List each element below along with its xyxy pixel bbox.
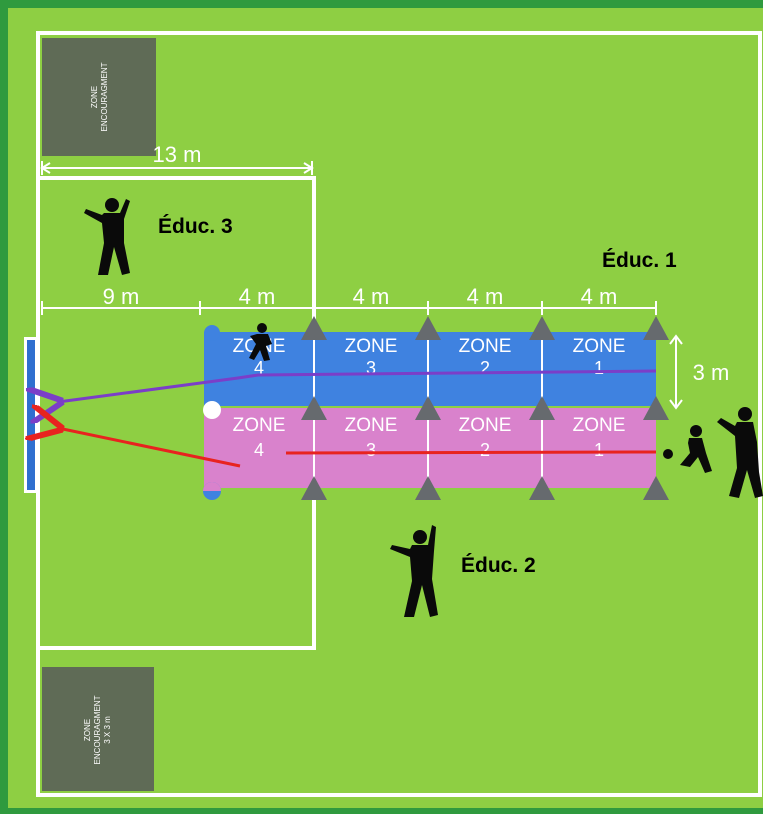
encouragement-zone-bottom xyxy=(42,667,154,791)
encouragement-zone-bottom-label: ZONE ENCOURAGMENT 3 X 3 m xyxy=(83,695,112,764)
blue-zone-1-number: 1 xyxy=(594,358,604,378)
educator-3-label: Éduc. 3 xyxy=(158,215,233,238)
dimension-3m-label: 3 m xyxy=(693,360,730,385)
svg-text:ZONE: ZONE xyxy=(83,719,92,741)
purple-pass-arrow xyxy=(58,369,657,402)
educator-2-label: Éduc. 2 xyxy=(461,554,536,577)
ball xyxy=(663,449,673,459)
encouragement-zone-top xyxy=(42,38,156,156)
blue-zone-3-label: ZONE xyxy=(345,336,398,357)
dimension-9m-label: 9 m xyxy=(103,284,140,309)
blue-zone-2-number: 2 xyxy=(480,358,490,378)
pink-zone-2-label: ZONE xyxy=(459,415,512,436)
dimension-4m-label-1: 4 m xyxy=(239,284,276,309)
educator-3-silhouette xyxy=(84,198,130,275)
pink-zone-1-label: ZONE xyxy=(573,415,626,436)
blue-zone-2-label: ZONE xyxy=(459,336,512,357)
dimension-13m-label: 13 m xyxy=(153,142,202,167)
pink-lane xyxy=(204,408,656,488)
pink-zone-2-number: 2 xyxy=(480,440,490,460)
pink-zone-4-label: ZONE xyxy=(233,415,286,436)
svg-text:ENCOURAGMENT: ENCOURAGMENT xyxy=(93,695,102,764)
educator-1-silhouette xyxy=(717,407,763,498)
disc-marker-pink-half xyxy=(203,482,221,491)
disc-marker-blue xyxy=(204,325,220,341)
pink-zone-4-number: 4 xyxy=(254,440,264,460)
dimension-3m: 3 m xyxy=(669,334,730,410)
blue-zone-4-number: 4 xyxy=(254,358,264,378)
pink-zone-3-label: ZONE xyxy=(345,415,398,436)
dimension-row: 9 m 4 m 4 m 4 m 4 m xyxy=(41,284,657,315)
runner-silhouette xyxy=(249,323,272,361)
blue-lane xyxy=(204,332,656,406)
educator-1-label: Éduc. 1 xyxy=(602,249,677,272)
dimension-4m-label-4: 4 m xyxy=(581,284,618,309)
disc-marker-white xyxy=(203,401,221,419)
encouragement-zone-top-label: ZONE ENCOURAGMENT xyxy=(90,62,109,131)
svg-text:3 X 3 m: 3 X 3 m xyxy=(103,716,112,744)
svg-text:ZONE: ZONE xyxy=(90,86,99,108)
goal xyxy=(27,340,35,490)
blue-zone-3-number: 3 xyxy=(366,358,376,378)
red-dribble-line xyxy=(285,450,657,455)
pink-zone-3-number: 3 xyxy=(366,440,376,460)
kicking-player-silhouette xyxy=(680,425,712,473)
dimension-4m-label-3: 4 m xyxy=(467,284,504,309)
educator-2-silhouette xyxy=(390,525,438,617)
svg-text:ENCOURAGMENT: ENCOURAGMENT xyxy=(100,62,109,131)
blue-zone-1-label: ZONE xyxy=(573,336,626,357)
dimension-13m: 13 m xyxy=(40,142,314,175)
pink-zone-1-number: 1 xyxy=(594,440,604,460)
dimension-4m-label-2: 4 m xyxy=(353,284,390,309)
red-shot-arrow xyxy=(58,428,241,468)
